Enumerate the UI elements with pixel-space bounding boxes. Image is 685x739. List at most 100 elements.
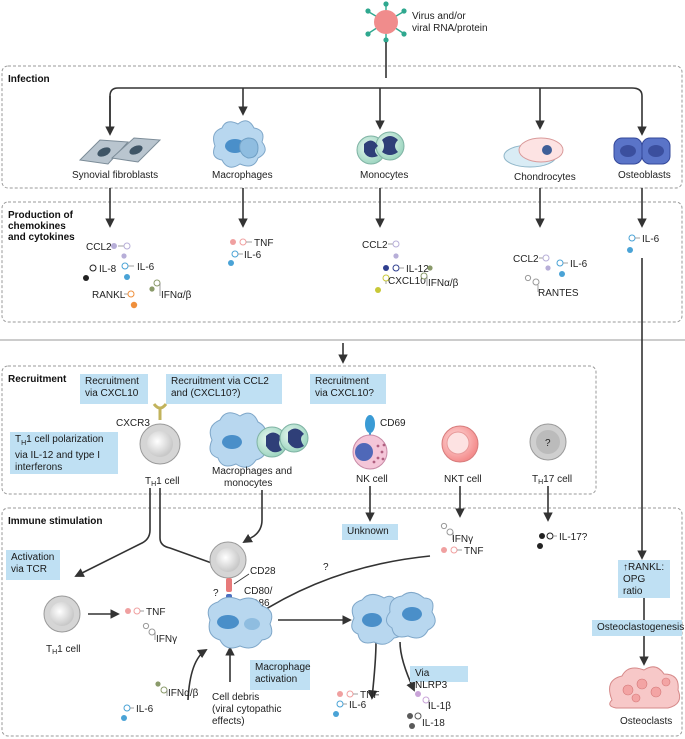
cyt-out-il1b: IL-1β xyxy=(428,701,451,712)
cyt-th1-tnf: TNF xyxy=(146,607,165,618)
virus-label-1: Virus and/or xyxy=(412,11,466,22)
cyt-fib-ifn: IFNα/β xyxy=(161,290,192,301)
callout-recruitment-ccl2: Recruitment via CCL2 and (CXCL10?) xyxy=(166,374,282,404)
label-th17-cell: TH17 cell xyxy=(532,474,572,486)
label-osteoclasts: Osteoclasts xyxy=(620,716,672,727)
osteoblast-cytokines: IL-6 xyxy=(627,234,660,253)
th17-unknown-mark: ? xyxy=(545,438,551,449)
label-th1-cell: TH1 cell xyxy=(145,476,180,488)
section-title-infection: Infection xyxy=(8,74,50,85)
immune-arrows xyxy=(74,486,649,701)
cyt-fib-il8: IL-8 xyxy=(99,264,117,275)
callout-macrophage-activation: Macrophage activation xyxy=(250,660,311,690)
cyt-center-ifn: IFNα/β xyxy=(168,688,199,699)
callout-recruitment-cxcl10q: Recruitment via CXCL10? xyxy=(310,374,386,404)
th1-polarization-sub: H xyxy=(21,440,27,447)
section-title-production-3: and cytokines xyxy=(8,232,75,243)
th1-cell-left-icon xyxy=(43,595,81,633)
fibroblast-cytokines: CCL2 IL-8 IL-6 IFNα/β RANKL xyxy=(83,242,192,309)
section-title-production-2: chemokines xyxy=(8,221,66,232)
activated-macrophages-icon xyxy=(351,592,436,645)
cyt-mono-cxcl10: CXCL10 xyxy=(388,276,426,287)
label-mac-mono-1: Macrophages and xyxy=(212,466,292,477)
cyt-mono-ifn: IFNα/β xyxy=(428,278,459,289)
rankl-line1: RANKL: xyxy=(628,562,665,573)
virus-icon xyxy=(365,1,407,43)
rankl-line2: OPG xyxy=(623,574,646,585)
label-cd69: CD69 xyxy=(380,418,406,429)
cyt-nkt-ifng: IFNγ xyxy=(452,534,473,545)
section-immune xyxy=(1,507,683,737)
callout-unknown: Unknown xyxy=(342,524,398,540)
cyt-th17-il17: IL-17? xyxy=(559,532,588,543)
cyt-out-tnf: TNF xyxy=(360,690,379,701)
cyt-chon-ccl2: CCL2 xyxy=(513,254,539,265)
rankl-line3: ratio xyxy=(623,586,643,597)
cxcr3-receptor-icon xyxy=(152,403,168,420)
section-title-recruitment: Recruitment xyxy=(8,374,67,385)
th1-cell-icon xyxy=(139,423,181,465)
cyt-chon-il6: IL-6 xyxy=(570,259,588,270)
label-mac-mono-2: monocytes xyxy=(224,478,272,489)
osteoblasts-icon xyxy=(613,137,671,165)
rankl-arrow: ↑ xyxy=(623,562,628,573)
label-macrophages: Macrophages xyxy=(212,170,273,181)
cyt-out-il18: IL-18 xyxy=(422,718,445,729)
section-production xyxy=(1,201,683,323)
section-recruitment xyxy=(1,365,597,495)
callout-nlrp3: Via NLRP3 xyxy=(410,666,468,691)
monocyte-cytokines: CCL2 IL-12 CXCL10 IFNα/β xyxy=(362,240,459,293)
output-cytokines: TNF IL-6 IL-1β IL-18 xyxy=(333,690,451,729)
macrophages-monocytes-icon xyxy=(209,412,309,468)
callout-activation-tcr: Activation via TCR xyxy=(6,550,60,580)
label-synovial-fibroblasts: Synovial fibroblasts xyxy=(72,170,158,181)
nkt-cytokines: IFNγ TNF xyxy=(440,522,483,557)
th17-cytokines: IL-17? xyxy=(537,532,588,549)
th17-cell-icon xyxy=(529,423,567,461)
section-title-immune: Immune stimulation xyxy=(8,516,102,527)
infection-arrows xyxy=(105,42,647,136)
center-input-cytokines: IFNα/β IL-6 xyxy=(121,681,199,721)
cd28-receptor-icon xyxy=(226,578,232,592)
label-cxcr3: CXCR3 xyxy=(116,418,150,429)
question-nkt: ? xyxy=(323,562,329,573)
osteoclasts-icon xyxy=(609,666,681,709)
th1-polarization-prefix: T xyxy=(15,434,22,445)
label-nkt-cell: NKT cell xyxy=(444,474,482,485)
cyt-nkt-tnf: TNF xyxy=(464,546,483,557)
cyt-mono-il12: IL-12 xyxy=(406,264,429,275)
label-osteoblasts: Osteoblasts xyxy=(618,170,671,181)
cyt-mac-tnf: TNF xyxy=(254,238,273,249)
cyt-center-il6: IL-6 xyxy=(136,704,154,715)
label-monocytes: Monocytes xyxy=(360,170,408,181)
callout-osteoclastogenesis: Osteoclastogenesis xyxy=(592,620,684,636)
nk-cell-icon xyxy=(352,434,388,470)
debris-1: Cell debris xyxy=(212,692,259,703)
t-cell-center-icon xyxy=(209,541,247,579)
section-infection xyxy=(1,65,683,189)
label-cd80: CD80/ xyxy=(244,586,273,597)
section-title-production-1: Production of xyxy=(8,210,74,221)
macrophage-cytokines: TNF IL-6 xyxy=(228,238,273,266)
chondrocyte-cytokines: CCL2 IL-6 RANTES xyxy=(513,254,588,299)
cyt-th1-ifng: IFNγ xyxy=(156,634,177,645)
macrophages-icon xyxy=(213,120,266,168)
question-cd: ? xyxy=(213,588,219,599)
label-chondrocytes: Chondrocytes xyxy=(514,172,576,183)
label-nk-cell: NK cell xyxy=(356,474,388,485)
monocytes-icon xyxy=(356,131,405,165)
cyt-ost-il6: IL-6 xyxy=(642,234,660,245)
macrophage-center-icon xyxy=(207,596,273,649)
cyt-fib-rankl: RANKL xyxy=(92,290,126,301)
virus-label-2: viral RNA/protein xyxy=(412,23,488,34)
label-th1-cell-left: TH1 cell xyxy=(46,644,81,656)
debris-3: effects) xyxy=(212,716,245,727)
cyt-fib-ccl2: CCL2 xyxy=(86,242,112,253)
synovial-fibroblasts-icon xyxy=(78,137,162,165)
cyt-chon-rantes: RANTES xyxy=(538,288,579,299)
label-cd28: CD28 xyxy=(250,566,276,577)
debris-2: (viral cytopathic xyxy=(212,704,281,715)
production-arrows xyxy=(105,188,647,228)
nkt-cell-icon xyxy=(441,425,479,463)
